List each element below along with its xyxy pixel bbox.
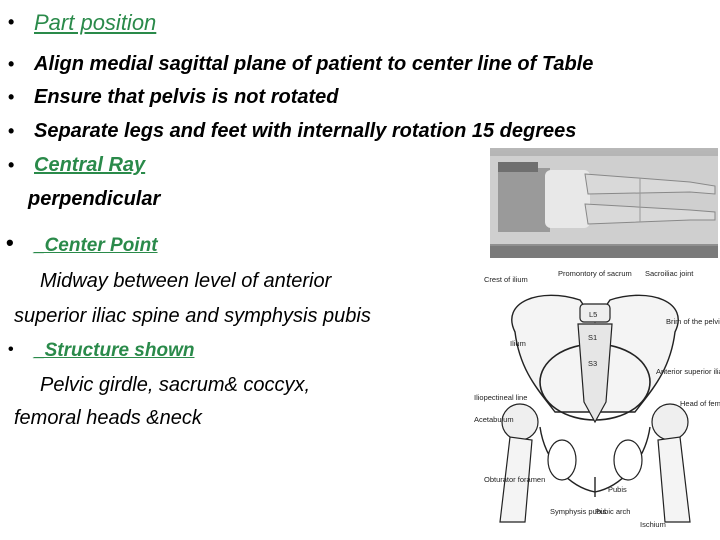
- central-ray-detail: perpendicular: [28, 188, 161, 210]
- bullet-dot: •: [8, 341, 14, 358]
- label-asis: Anterior superior iliac spine: [656, 367, 720, 376]
- label-acetabulum: Acetabulum: [474, 415, 514, 424]
- pelvis-anatomy-diagram: Crest of ilium Promontory of sacrum Sacr…: [470, 262, 720, 540]
- bullet-dot: •: [6, 230, 14, 255]
- left-obturator-shape: [547, 439, 577, 481]
- bullet-dot: •: [8, 121, 15, 141]
- bullet-dot: •: [8, 87, 15, 107]
- label-pubis: Pubis: [608, 485, 627, 494]
- label-obturator: Obturator foramen: [484, 475, 545, 484]
- instruction-line-2: Ensure that pelvis is not rotated: [34, 86, 339, 108]
- label-s1: S1: [588, 333, 597, 342]
- bullet-dot: •: [8, 54, 15, 74]
- center-point-line-1: Midway between level of anterior: [40, 270, 332, 292]
- patient-position-photo: [490, 148, 718, 258]
- bullet-dot: •: [8, 12, 15, 32]
- instruction-line-3: Separate legs and feet with internally r…: [34, 120, 577, 142]
- structure-line-2: femoral heads &neck: [14, 407, 202, 429]
- label-sacroiliac-joint: Sacroiliac joint: [645, 269, 694, 278]
- label-ischium: Ischium: [640, 520, 666, 529]
- right-obturator-shape: [613, 439, 643, 481]
- l5-vertebra-shape: [579, 303, 611, 323]
- label-ilium: Ilium: [510, 339, 526, 348]
- sacrum-shape: [577, 323, 613, 424]
- label-pubic-arch: Pubic arch: [595, 507, 630, 516]
- label-l5: L5: [589, 310, 597, 319]
- structure-shown-heading: _Structure shown: [34, 340, 195, 361]
- label-symphysis: Symphysis pubis: [550, 507, 607, 516]
- structure-line-1: Pelvic girdle, sacrum& coccyx,: [40, 374, 311, 396]
- instruction-line-1: Align medial sagittal plane of patient t…: [34, 53, 594, 75]
- left-femur-shape: [499, 436, 533, 523]
- bullet-dot: •: [8, 155, 15, 175]
- part-position-heading: Part position: [34, 10, 157, 35]
- label-iliopectineal: Iliopectineal line: [474, 393, 527, 402]
- label-s3: S3: [588, 359, 597, 368]
- right-femoral-head-shape: [651, 403, 689, 441]
- label-crest-of-ilium: Crest of ilium: [484, 275, 528, 284]
- central-ray-heading: Central Ray: [34, 154, 146, 176]
- label-promontory: Promontory of sacrum: [558, 269, 632, 278]
- center-point-line-2: superior iliac spine and symphysis pubis: [14, 305, 371, 327]
- right-femur-shape: [657, 436, 691, 523]
- label-head-of-femur: Head of femur: [680, 399, 720, 408]
- label-brim: Brim of the pelvis: [666, 317, 720, 326]
- center-point-heading: _Center Point: [34, 235, 158, 256]
